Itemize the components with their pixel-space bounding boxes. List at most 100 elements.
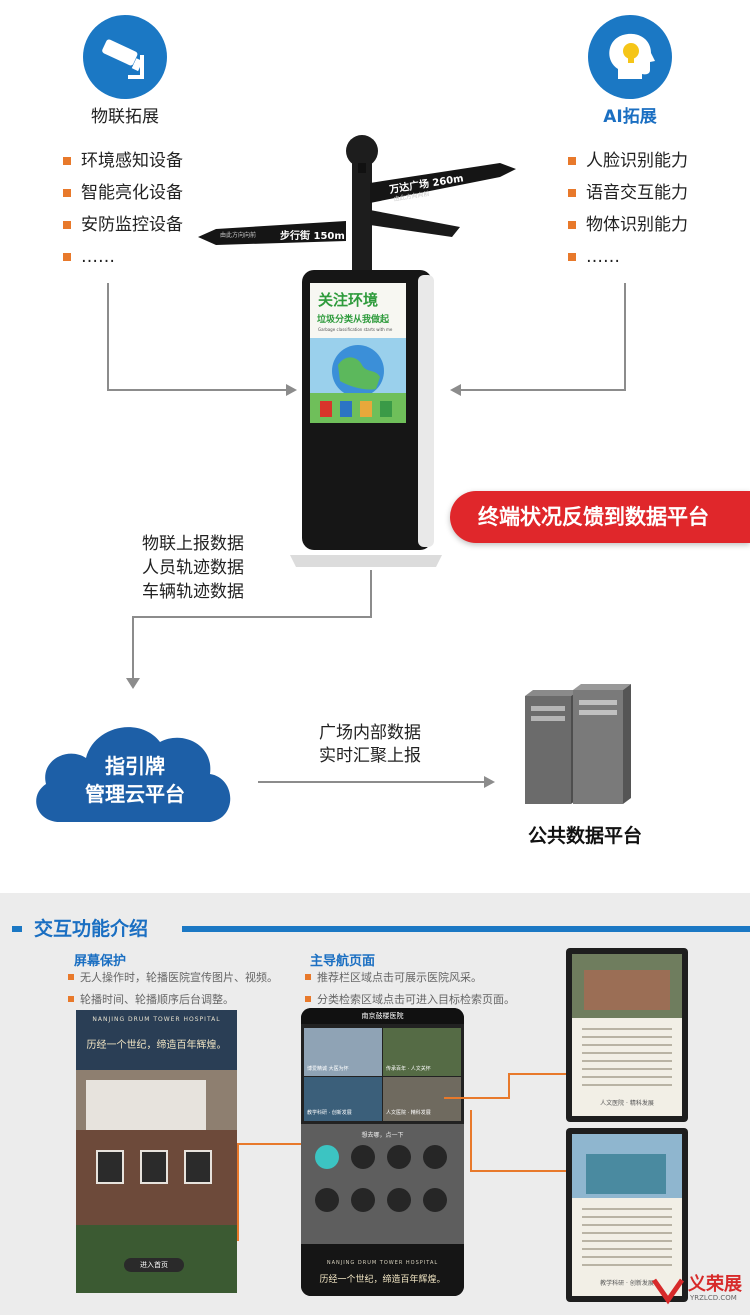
- list-item: 语音交互能力: [568, 177, 688, 209]
- nav-tile[interactable]: [304, 1028, 382, 1076]
- list-item: 物体识别能力: [568, 209, 688, 241]
- direction-sign-right: 万达广场 260m 由此方向向前: [370, 163, 516, 203]
- arrow-right-icon: [484, 776, 495, 788]
- iot-icon-circle: [83, 15, 167, 99]
- svg-text:关注环境: 关注环境: [318, 291, 378, 309]
- cloud-platform-label: 指引牌 管理云平台: [85, 754, 185, 806]
- ai-icon-circle: [588, 15, 672, 99]
- tile-label: 博爱精诚 大医为怀: [307, 1066, 349, 1072]
- connector-line: [470, 1170, 566, 1172]
- nav-button[interactable]: [315, 1188, 339, 1212]
- list-item: 人脸识别能力: [568, 145, 688, 177]
- logo-icon: [651, 1278, 685, 1305]
- list-item: 环境感知设备: [63, 145, 183, 177]
- arrow-left-icon: [450, 384, 461, 396]
- connector-line: [258, 781, 486, 783]
- footer-header: NANJING DRUM TOWER HOSPITAL: [326, 1260, 439, 1266]
- connector-line: [370, 570, 372, 618]
- detail-caption: 人文医院 · 精科发展: [600, 1100, 654, 1107]
- screen-protect-note: 轮播时间、轮播顺序后台调整。: [68, 991, 234, 1007]
- connector-line: [508, 1073, 566, 1075]
- square-data-text: 广场内部数据 实时汇聚上报: [319, 723, 421, 766]
- tile-label: 教学科研 · 创新发展: [307, 1110, 352, 1116]
- interaction-title: 交互功能介绍: [34, 918, 149, 940]
- list-item: 智能亮化设备: [63, 177, 183, 209]
- public-platform-label: 公共数据平台: [527, 825, 642, 847]
- connector-line: [107, 389, 287, 391]
- list-item: ……: [63, 241, 183, 273]
- section-divider: [0, 926, 750, 932]
- connector-line: [132, 616, 134, 678]
- screen-protect-title: 屏幕保护: [74, 954, 127, 969]
- feedback-banner: 终端状况反馈到数据平台: [450, 491, 750, 543]
- connector-line: [460, 389, 626, 391]
- signpost-kiosk: 万达广场 260m 由此方向向前 由此方向向前 步行街 150m 关注环境 垃圾…: [198, 135, 516, 567]
- nav-button[interactable]: [387, 1188, 411, 1212]
- direction-sign-left: 由此方向向前 步行街 150m: [198, 221, 346, 245]
- arrow-right-icon: [286, 384, 297, 396]
- main-nav-preview: 南京鼓楼医院 博爱精诚 大医为怀 传承百年 · 人文关怀 教学科研 · 创新发展…: [301, 1008, 464, 1296]
- svg-text:垃圾分类从我做起: 垃圾分类从我做起: [317, 313, 390, 325]
- nav-button[interactable]: [387, 1145, 411, 1169]
- nav-button[interactable]: [315, 1145, 339, 1169]
- nav-tile[interactable]: [304, 1077, 382, 1121]
- screen-protect-note: 无人操作时，轮播医院宣传图片、视频。: [68, 969, 278, 985]
- head-bulb-icon: [609, 33, 655, 79]
- main-nav-note: 分类检索区域点击可进入目标检索页面。: [305, 991, 515, 1007]
- detail-caption: 教学科研 · 创新发展: [600, 1280, 654, 1287]
- main-nav-title: 主导航页面: [310, 954, 376, 969]
- bullet-icon: [568, 157, 576, 165]
- bullet-icon: [568, 253, 576, 261]
- bullet-icon: [63, 221, 71, 229]
- watermark-url: YRZLCD.COM: [690, 1294, 737, 1302]
- section-head-bg: [22, 911, 182, 941]
- tile-label: 人文医院 · 精科发展: [386, 1110, 431, 1116]
- arrow-down-icon: [126, 678, 140, 689]
- nav-tile[interactable]: [383, 1077, 461, 1121]
- svg-text:Garbage classification starts: Garbage classification starts with me: [318, 327, 393, 332]
- server-icon: [525, 684, 631, 804]
- enter-home-button[interactable]: 进入首页: [124, 1258, 184, 1272]
- watermark: 义荣展 YRZLCD.COM: [650, 1268, 750, 1312]
- connector-line: [444, 1097, 508, 1099]
- nav-button[interactable]: [423, 1145, 447, 1169]
- ai-title: AI拓展: [603, 107, 657, 127]
- cloud-shape: [36, 727, 231, 822]
- app-title: 南京鼓楼医院: [361, 1012, 404, 1020]
- poster-header: NANJING DRUM TOWER HOSPITAL: [92, 1016, 221, 1023]
- bullet-icon: [568, 189, 576, 197]
- connector-line: [132, 616, 372, 618]
- bullet-icon: [63, 157, 71, 165]
- iot-feature-list: 环境感知设备 智能亮化设备 安防监控设备 ……: [63, 145, 183, 273]
- connector-line: [470, 1110, 472, 1172]
- main-nav-note: 推荐栏区域点击可展示医院风采。: [305, 969, 482, 985]
- section-divider: [0, 926, 12, 932]
- screensaver-preview: NANJING DRUM TOWER HOSPITAL 历经一个世纪，缔造百年辉…: [76, 1010, 237, 1293]
- connector-line: [508, 1073, 510, 1099]
- bullet-icon: [63, 253, 71, 261]
- poster-slogan: 历经一个世纪，缔造百年辉煌。: [86, 1040, 227, 1051]
- tile-label: 传承百年 · 人文关怀: [386, 1066, 431, 1072]
- list-item: ……: [568, 241, 688, 273]
- iot-title: 物联拓展: [91, 107, 159, 127]
- nav-tile[interactable]: [383, 1028, 461, 1076]
- bullet-icon: [63, 189, 71, 197]
- list-item: 安防监控设备: [63, 209, 183, 241]
- nav-button[interactable]: [351, 1188, 375, 1212]
- ai-feature-list: 人脸识别能力 语音交互能力 物体识别能力 ……: [568, 145, 688, 273]
- connector-line: [107, 283, 109, 391]
- nav-button[interactable]: [423, 1188, 447, 1212]
- detail-preview-bottom: 教学科研 · 创新发展: [566, 1128, 688, 1302]
- bullet-icon: [568, 221, 576, 229]
- nav-button[interactable]: [351, 1145, 375, 1169]
- watermark-brand: 义荣展: [688, 1274, 742, 1295]
- report-data-text: 物联上报数据 人员轨迹数据 车辆轨迹数据: [142, 534, 244, 602]
- footer-slogan: 历经一个世纪，缔造百年辉煌。: [319, 1275, 446, 1285]
- svg-text:步行街 150m: 步行街 150m: [280, 229, 345, 242]
- connector-line: [237, 1143, 239, 1241]
- svg-text:由此方向向前: 由此方向向前: [220, 231, 256, 239]
- detail-preview-top: 人文医院 · 精科发展: [566, 948, 688, 1122]
- connector-line: [237, 1143, 301, 1145]
- connector-line: [624, 283, 626, 391]
- camera-icon: [102, 39, 144, 79]
